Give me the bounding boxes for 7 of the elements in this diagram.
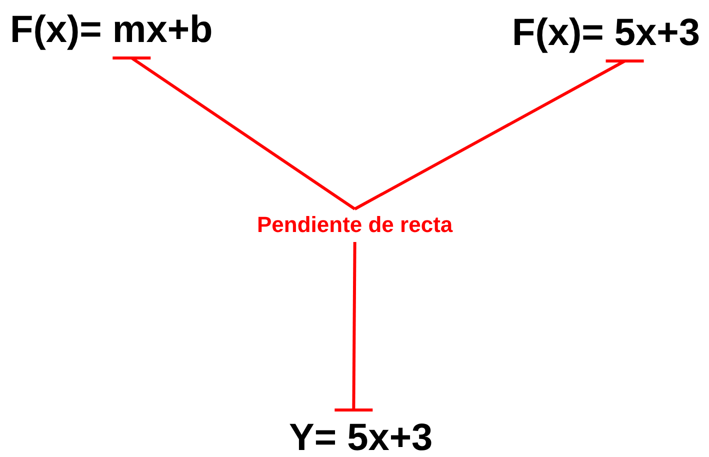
leader-line [333,242,374,412]
leader-line [354,60,646,210]
leader-line [111,56,356,210]
formula-label: F(x)= 5x+3 [512,11,700,61]
formula-label: F(x)= mx+b [10,8,213,58]
equation-label: Y= 5x+3 [289,410,433,457]
annotation-label: Pendiente de recta [257,212,453,238]
